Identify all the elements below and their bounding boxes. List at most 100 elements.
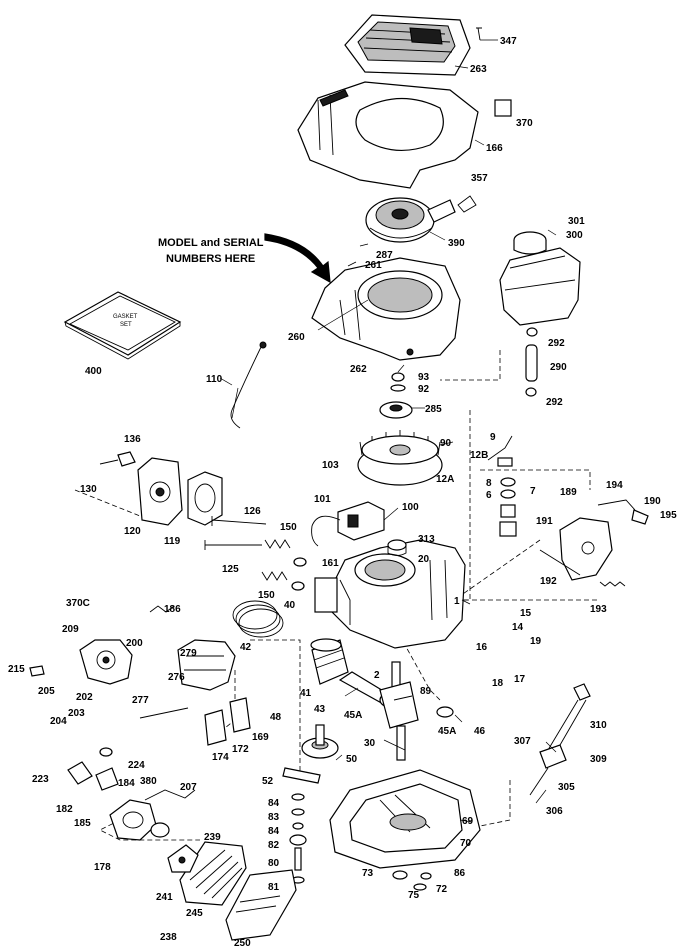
washer-75 (413, 883, 427, 891)
label-261: 261 (365, 260, 382, 271)
label-2: 2 (374, 670, 380, 681)
label-174: 174 (212, 752, 229, 763)
label-18: 18 (492, 678, 504, 689)
label-119: 119 (164, 536, 181, 547)
flywheel (357, 430, 443, 486)
piston (310, 638, 349, 685)
label-120: 120 (124, 526, 141, 537)
gasket-169 (229, 697, 251, 733)
label-194: 194 (606, 480, 623, 491)
label-305: 305 (558, 782, 575, 793)
label-12A: 12A (436, 474, 454, 485)
label-73: 73 (362, 868, 374, 879)
valve-springs (261, 539, 307, 591)
callout-line-1: MODEL and SERIAL (158, 237, 264, 249)
crankshaft (379, 661, 419, 761)
label-90: 90 (440, 438, 452, 449)
dipstick-tube (529, 683, 591, 796)
label-287: 287 (376, 250, 393, 261)
piston-rings (232, 600, 284, 638)
label-8: 8 (486, 478, 492, 489)
label-204: 204 (50, 716, 67, 727)
label-209: 209 (62, 624, 79, 635)
label-16: 16 (476, 642, 488, 653)
spark-plug (99, 451, 136, 467)
muffler (139, 639, 236, 719)
label-239: 239 (204, 832, 221, 843)
label-43: 43 (314, 704, 326, 715)
label-84-bottom: 84 (268, 826, 280, 837)
plug-72 (420, 872, 432, 880)
label-192: 192 (540, 576, 557, 587)
label-279: 279 (180, 648, 197, 659)
label-9: 9 (490, 432, 496, 443)
rewind-starter (365, 197, 456, 243)
label-130: 130 (80, 484, 97, 495)
label-224: 224 (128, 760, 145, 771)
label-200: 200 (126, 638, 143, 649)
label-195: 195 (660, 510, 677, 521)
governor-linkage (487, 435, 517, 537)
air-cleaner-base (167, 844, 199, 873)
label-12B: 12B (470, 450, 488, 461)
label-250: 250 (234, 938, 251, 949)
label-290: 290 (550, 362, 567, 373)
top-screen-cover (344, 14, 471, 76)
label-84-top: 84 (268, 798, 280, 809)
label-182: 182 (56, 804, 73, 815)
label-82: 82 (268, 840, 280, 851)
cam-pin-52 (282, 767, 321, 784)
label-166: 166 (486, 143, 503, 154)
label-1: 1 (454, 596, 460, 607)
air-cleaner-cover (225, 869, 297, 941)
label-184: 184 (118, 778, 135, 789)
label-276: 276 (168, 672, 185, 683)
label-301: 301 (568, 216, 585, 227)
clip-357 (457, 195, 477, 213)
gasket-set-label-2: SET (120, 322, 132, 328)
label-347: 347 (500, 36, 517, 47)
label-203: 203 (68, 708, 85, 719)
float-bowl-assembly (109, 789, 196, 841)
label-86: 86 (454, 868, 466, 879)
label-186: 186 (164, 604, 181, 615)
label-52: 52 (262, 776, 274, 787)
wire-terminal (259, 341, 267, 349)
head-gasket (187, 471, 223, 526)
label-126: 126 (244, 506, 261, 517)
label-81: 81 (268, 882, 280, 893)
callout-line-2: NUMBERS HERE (166, 253, 255, 265)
label-193: 193 (590, 604, 607, 615)
label-17: 17 (514, 674, 526, 685)
label-172: 172 (232, 744, 249, 755)
label-75: 75 (408, 890, 420, 901)
label-370: 370 (516, 118, 533, 129)
fuel-tank (499, 231, 581, 326)
label-7: 7 (530, 486, 536, 497)
label-89: 89 (420, 686, 432, 697)
label-245: 245 (186, 908, 203, 919)
label-45A-right: 45A (438, 726, 456, 737)
label-309: 309 (590, 754, 607, 765)
label-20: 20 (418, 554, 430, 565)
label-70: 70 (460, 838, 472, 849)
spring-193 (599, 581, 626, 587)
crankcase-sump (329, 769, 481, 869)
label-19: 19 (530, 636, 542, 647)
carburetor (29, 605, 175, 685)
screw-347 (476, 27, 482, 41)
label-313: 313 (418, 534, 435, 545)
label-103: 103 (322, 460, 339, 471)
label-215: 215 (8, 664, 25, 675)
label-202: 202 (76, 692, 93, 703)
fuel-pump-parts (67, 747, 119, 791)
label-238: 238 (160, 932, 177, 943)
label-300: 300 (566, 230, 583, 241)
gasket-172 (204, 709, 227, 746)
label-14: 14 (512, 622, 524, 633)
label-205: 205 (38, 686, 55, 697)
label-263: 263 (470, 64, 487, 75)
gasket-set-package: GASKET SET (63, 291, 182, 360)
label-41: 41 (300, 688, 312, 699)
label-189: 189 (560, 487, 577, 498)
